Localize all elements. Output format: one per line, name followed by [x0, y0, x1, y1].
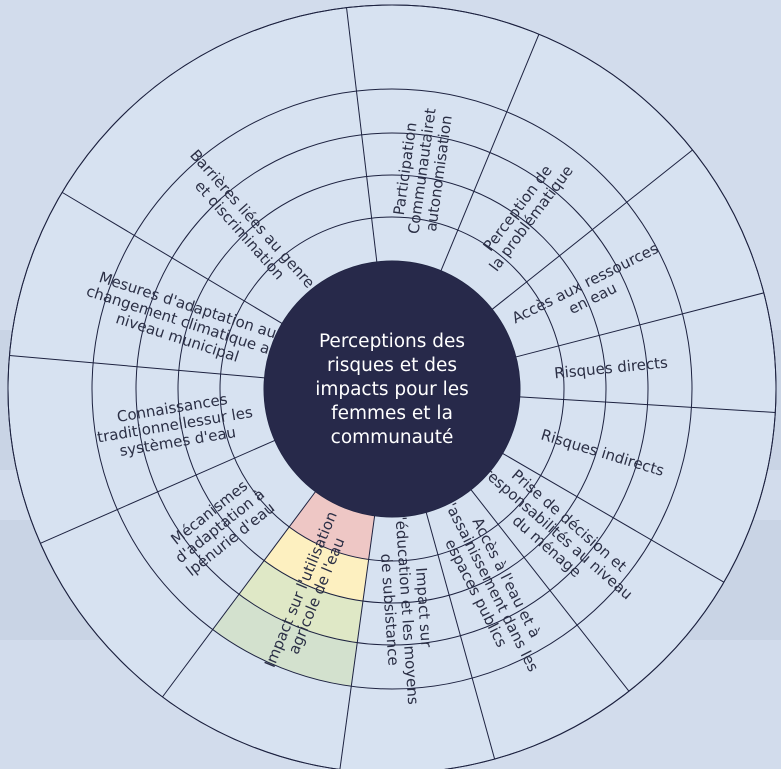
impact-agricole-ring-2 — [264, 526, 369, 602]
center-title: Perceptions des risques et des impacts pou… — [315, 331, 469, 448]
divider-4 — [515, 292, 764, 358]
center-title-line: impacts pour les — [315, 379, 469, 400]
divider-2 — [440, 34, 540, 271]
center-title-line: femmes et la — [331, 403, 453, 424]
ring-4 — [135, 132, 649, 646]
ring-2 — [219, 216, 565, 562]
ring-6 — [7, 4, 777, 769]
center-circle — [264, 261, 520, 517]
divider-6 — [502, 452, 725, 583]
divider-10 — [162, 491, 316, 698]
divider-8 — [425, 512, 496, 760]
center-title-line: risques et des — [327, 355, 457, 376]
impact-agricole-ring-3 — [239, 560, 363, 643]
ring-5 — [91, 88, 693, 690]
divider-1 — [346, 7, 378, 262]
divider-3 — [491, 149, 693, 310]
ring-3 — [177, 174, 607, 604]
center-title-line: communauté — [331, 427, 454, 448]
divider-9 — [339, 515, 376, 769]
impact-agricole-ring-1 — [289, 491, 375, 560]
divider-12 — [9, 355, 265, 379]
segment-label-line: Impact sur — [412, 567, 435, 649]
center-title-line: Perceptions des — [319, 331, 465, 352]
segment-label-connaissances: Connaissancestraditionnellessur lessystè… — [93, 386, 257, 463]
divider-7 — [470, 489, 630, 692]
impact-agricole-ring-4 — [212, 594, 358, 687]
divider-5 — [519, 396, 776, 413]
divider-11 — [40, 439, 275, 544]
divider-13 — [61, 191, 283, 324]
